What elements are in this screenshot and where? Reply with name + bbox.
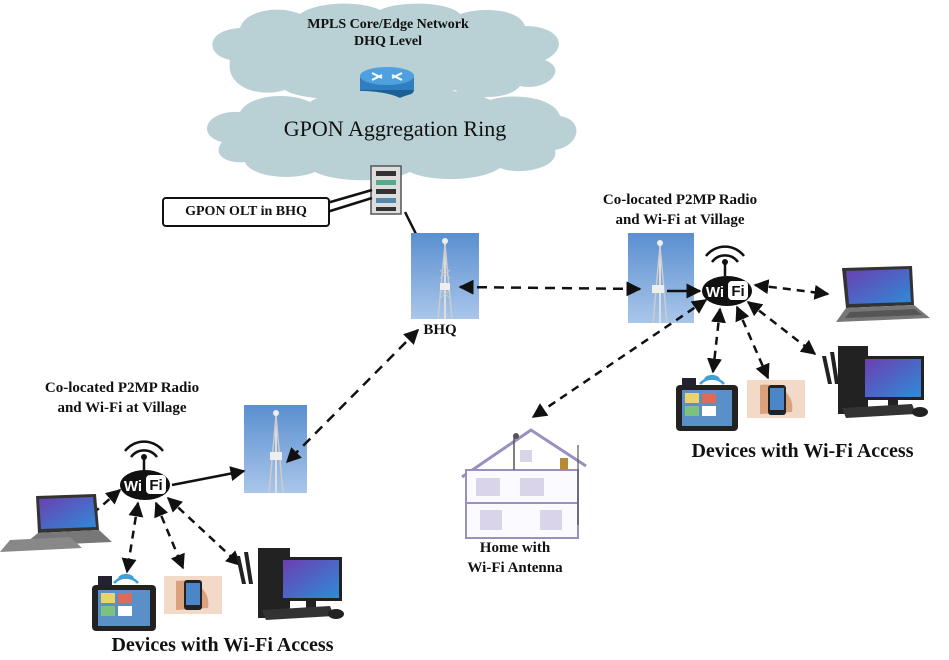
olt-rack-icon bbox=[370, 165, 402, 215]
wifi-badge-fi-left: Fi bbox=[149, 477, 162, 494]
smartphone-right-icon bbox=[747, 380, 805, 418]
wifi-badge-wi: Wi bbox=[706, 284, 724, 301]
bhq-radio-tower-icon bbox=[411, 233, 479, 320]
home-line1: Home with bbox=[479, 540, 551, 556]
mpls-cloud-icon bbox=[212, 3, 559, 100]
home-line2: Wi-Fi Antenna bbox=[467, 560, 563, 576]
smartphone-left-icon bbox=[164, 576, 222, 614]
gpon-ring-cloud-icon bbox=[207, 90, 577, 181]
laptop-right-icon bbox=[836, 266, 930, 322]
wifi-badge-wi-left: Wi bbox=[124, 478, 142, 495]
tablet-right-icon bbox=[676, 374, 738, 431]
mpls-cloud-line1: MPLS Core/Edge Network bbox=[307, 17, 469, 32]
router-icon bbox=[360, 67, 414, 99]
devices-left-caption: Devices with Wi-Fi Access bbox=[111, 634, 334, 656]
gpon-ring-label: GPON Aggregation Ring bbox=[283, 116, 507, 141]
wifi-hotspot-left-icon: Wi Fi bbox=[120, 440, 170, 500]
village-left-label: Co-located P2MP Radio and Wi-Fi at Villa… bbox=[12, 378, 232, 418]
bhq-label: BHQ bbox=[423, 322, 457, 338]
house-icon bbox=[461, 428, 587, 539]
village-right-line2: and Wi-Fi at Village bbox=[615, 212, 745, 228]
home-label: Home with Wi-Fi Antenna bbox=[440, 538, 590, 578]
desktop-pc-right-icon bbox=[822, 346, 928, 418]
mpls-cloud-line2: DHQ Level bbox=[353, 34, 423, 49]
village-left-line1: Co-located P2MP Radio bbox=[44, 380, 200, 396]
village-right-line1: Co-located P2MP Radio bbox=[602, 192, 758, 208]
wifi-hotspot-right-icon: Wi Fi bbox=[702, 245, 752, 306]
village-right-radio-tower-icon bbox=[628, 233, 694, 324]
tablet-left-icon bbox=[92, 573, 156, 631]
laptop-left-icon bbox=[0, 494, 112, 552]
village-left-line2: and Wi-Fi at Village bbox=[57, 400, 187, 416]
mpls-cloud-label: MPLS Core/Edge Network DHQ Level bbox=[300, 16, 476, 50]
desktop-pc-left-icon bbox=[236, 548, 344, 620]
village-left-radio-tower-icon bbox=[244, 405, 307, 494]
wifi-badge-fi: Fi bbox=[731, 283, 744, 300]
gpon-olt-label: GPON OLT in BHQ bbox=[162, 197, 330, 227]
devices-right-caption: Devices with Wi-Fi Access bbox=[691, 440, 914, 462]
village-right-label: Co-located P2MP Radio and Wi-Fi at Villa… bbox=[570, 190, 790, 230]
